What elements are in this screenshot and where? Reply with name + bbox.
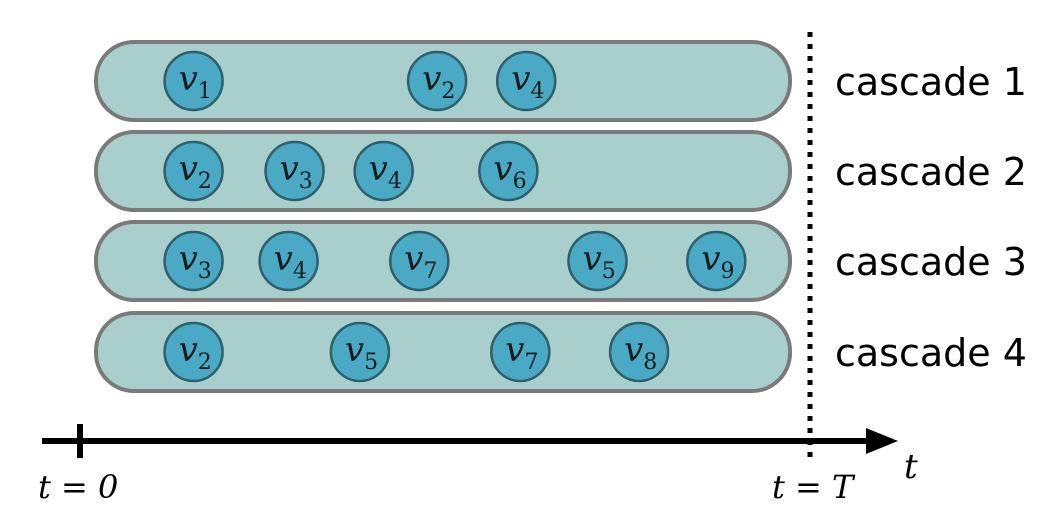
node-label-subscript: 5 <box>602 259 616 284</box>
node-label-subscript: 2 <box>198 169 212 194</box>
node-circle <box>264 140 325 202</box>
node-circle <box>608 321 670 383</box>
node-label-subscript: 4 <box>388 169 402 194</box>
node-label: v7 <box>505 330 538 375</box>
node-label-subscript: 3 <box>198 259 212 284</box>
node-circle <box>163 140 224 202</box>
time-axis-arrowhead <box>866 428 898 454</box>
node-circle <box>478 140 539 202</box>
node-label-subscript: 8 <box>643 350 657 375</box>
node-label-subscript: 2 <box>198 350 212 375</box>
node-label-subscript: 5 <box>364 350 378 375</box>
node-circle <box>163 50 224 112</box>
time-axis: t t = 0 t = T <box>38 424 918 506</box>
node-label-subscript: 7 <box>424 259 438 284</box>
cascade-label: cascade 1 <box>835 60 1027 104</box>
node-circle <box>258 230 319 292</box>
node-circle <box>389 230 450 292</box>
node-label: v3 <box>179 239 212 284</box>
cascade-label: cascade 3 <box>835 240 1027 284</box>
node-circle <box>495 50 557 112</box>
node-label: v2 <box>179 149 212 194</box>
time-axis-variable-label: t <box>904 447 918 487</box>
node-label-subscript: 6 <box>513 169 527 194</box>
node-label-subscript: 2 <box>441 79 455 104</box>
cascade-label: cascade 4 <box>835 331 1027 375</box>
node-circle <box>329 321 391 383</box>
node-label-subscript: 4 <box>530 79 544 104</box>
node-circle <box>353 140 414 202</box>
node-circle <box>686 230 747 292</box>
cascade-label: cascade 2 <box>835 150 1027 194</box>
time-axis-start-label: t = 0 <box>38 468 118 506</box>
node-label-subscript: 1 <box>198 79 212 104</box>
node-label-subscript: 3 <box>299 169 313 194</box>
node-circle <box>163 321 224 383</box>
node-label-subscript: 9 <box>721 259 735 284</box>
time-axis-end-label: t = T <box>772 468 856 506</box>
cascade-band <box>94 130 792 212</box>
node-circle <box>567 230 628 292</box>
node-circle <box>406 50 468 112</box>
node-circle <box>163 230 224 292</box>
node-label-subscript: 7 <box>524 350 538 375</box>
node-label-subscript: 4 <box>293 259 307 284</box>
node-circle <box>490 321 551 383</box>
